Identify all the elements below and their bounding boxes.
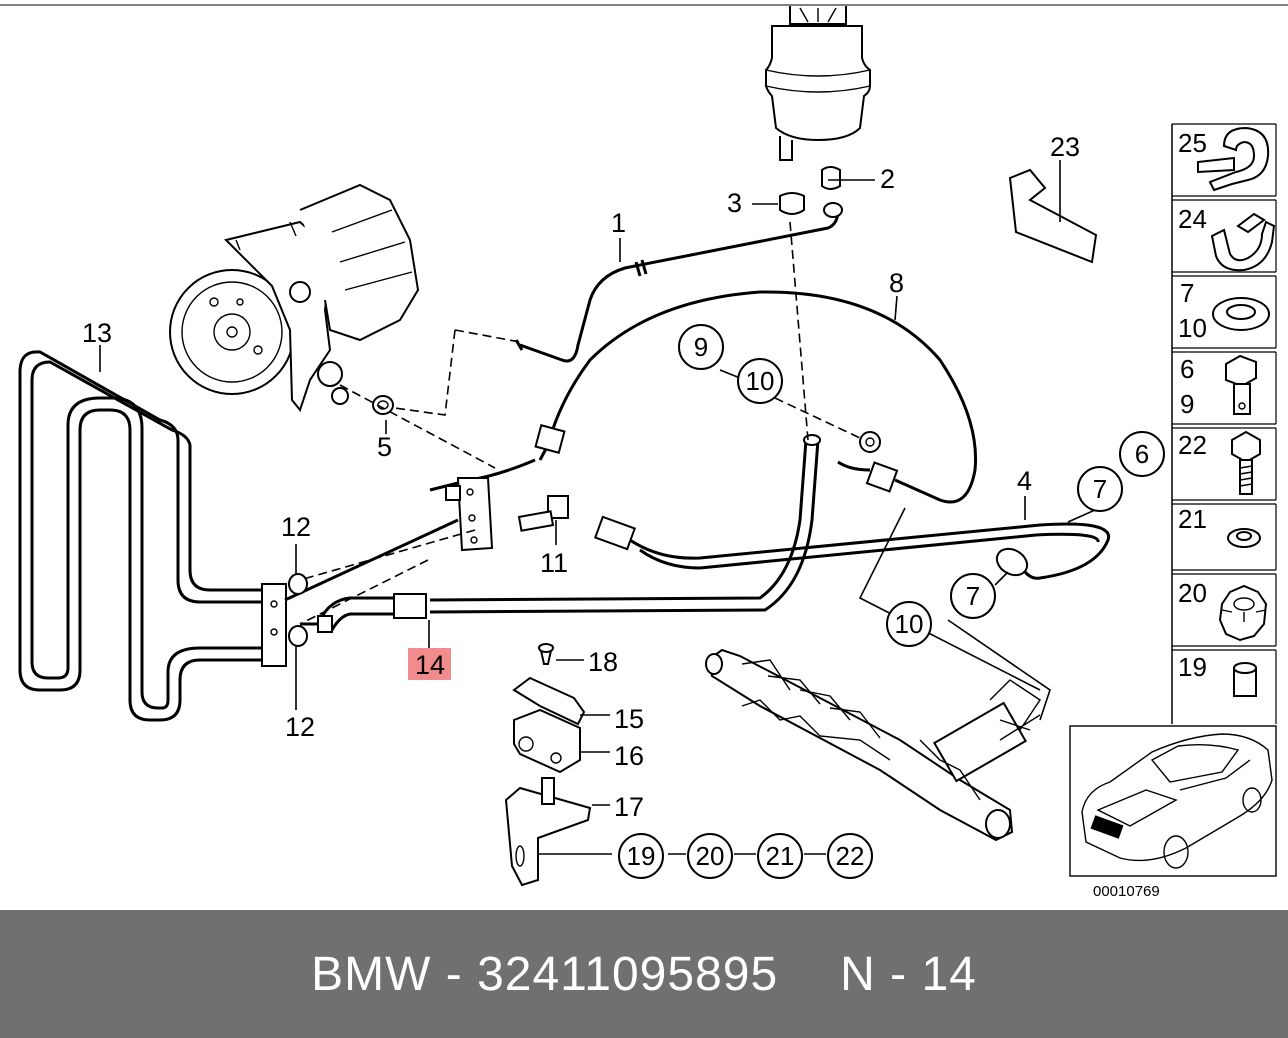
callout-16: 16: [614, 741, 644, 771]
reference-code: 00010769: [1093, 883, 1160, 900]
side-part-25: 25: [1172, 123, 1277, 197]
svg-text:10: 10: [1178, 313, 1207, 343]
side-part-22: 22: [1172, 427, 1277, 501]
svg-text:7: 7: [1093, 474, 1107, 504]
circled-21: 21: [757, 833, 803, 879]
circled-10-upper: 10: [737, 358, 783, 404]
callout-12-lower: 12: [285, 712, 315, 742]
cooler-13: [18, 350, 287, 722]
callout-8: 8: [889, 268, 904, 298]
side-parts-panel: 25 24 7 10 6 9: [1171, 123, 1277, 724]
side-part-24: 24: [1172, 199, 1277, 273]
svg-text:21: 21: [766, 841, 795, 871]
svg-text:22: 22: [1178, 430, 1207, 460]
callout-4: 4: [1017, 466, 1032, 496]
hose-1: [514, 202, 843, 363]
bracket-23: [1008, 168, 1098, 264]
callout-labels: 1 2 3 4 5 8 11 12 12 13 15 16 17 18 23: [82, 132, 1080, 822]
circled-7-upper: 7: [1077, 466, 1123, 512]
side-part-21: 21: [1172, 503, 1277, 571]
svg-text:19: 19: [627, 841, 656, 871]
svg-text:24: 24: [1178, 204, 1207, 234]
callout-1: 1: [611, 208, 626, 238]
part-number-footer: BMW - 32411095895 N - 14: [0, 910, 1288, 1038]
svg-text:20: 20: [1178, 578, 1207, 608]
mount-parts: [504, 643, 592, 887]
svg-text:9: 9: [1180, 389, 1194, 419]
circled-22: 22: [827, 833, 873, 879]
svg-text:6: 6: [1180, 354, 1194, 384]
reservoir-drawing: [765, 6, 871, 161]
circled-6: 6: [1119, 431, 1165, 477]
callout-11: 11: [540, 548, 568, 578]
side-part-20: 20: [1172, 573, 1277, 647]
car-thumbnail: [1069, 725, 1277, 877]
o-ring-5: [372, 395, 394, 415]
callout-12-upper: 12: [281, 512, 311, 542]
hose-4: [593, 515, 1111, 580]
diagram-position: N - 14: [840, 947, 977, 1001]
return-pipe: [318, 434, 821, 631]
pump-drawing: [169, 183, 420, 413]
steering-rack: [705, 648, 1041, 842]
svg-text:25: 25: [1178, 128, 1207, 158]
circled-10-lower: 10: [886, 601, 932, 647]
circled-callouts: 9 10 6 7 7 10 19 20: [618, 324, 1165, 879]
side-part-6-9: 6 9: [1172, 351, 1277, 425]
callout-17: 17: [614, 792, 644, 822]
circled-20: 20: [687, 833, 733, 879]
parts-diagram: 1 2 3 4 5 8 11 12 12 13 15 16 17 18 23 1…: [0, 4, 1288, 900]
callout-13: 13: [82, 318, 112, 348]
bracket-upper: [284, 477, 569, 647]
callout-18: 18: [588, 647, 618, 677]
svg-text:6: 6: [1135, 439, 1149, 469]
side-part-19: 19: [1172, 649, 1277, 724]
svg-text:7: 7: [966, 581, 980, 611]
circled-7-lower: 7: [950, 573, 996, 619]
callout-14: 14: [415, 650, 445, 680]
svg-text:20: 20: [696, 841, 725, 871]
clamps-2-3: [779, 166, 841, 215]
circled-19: 19: [618, 833, 664, 879]
svg-text:9: 9: [694, 332, 708, 362]
svg-text:10: 10: [746, 366, 775, 396]
svg-text:7: 7: [1180, 278, 1194, 308]
svg-text:10: 10: [895, 609, 924, 639]
leader-lines: [99, 160, 1096, 855]
callout-5: 5: [377, 432, 392, 462]
svg-text:21: 21: [1178, 504, 1207, 534]
callout-2: 2: [880, 164, 895, 194]
hose-8: [429, 290, 978, 504]
callout-15: 15: [614, 704, 644, 734]
brand-part-number: BMW - 32411095895: [311, 947, 779, 1001]
callout-23: 23: [1050, 132, 1080, 162]
callout-3: 3: [727, 188, 742, 218]
svg-text:19: 19: [1178, 652, 1207, 682]
side-part-7-10: 7 10: [1172, 275, 1277, 349]
callout-14-highlight: 14: [408, 648, 451, 680]
circled-9: 9: [678, 324, 724, 370]
svg-text:22: 22: [836, 841, 865, 871]
